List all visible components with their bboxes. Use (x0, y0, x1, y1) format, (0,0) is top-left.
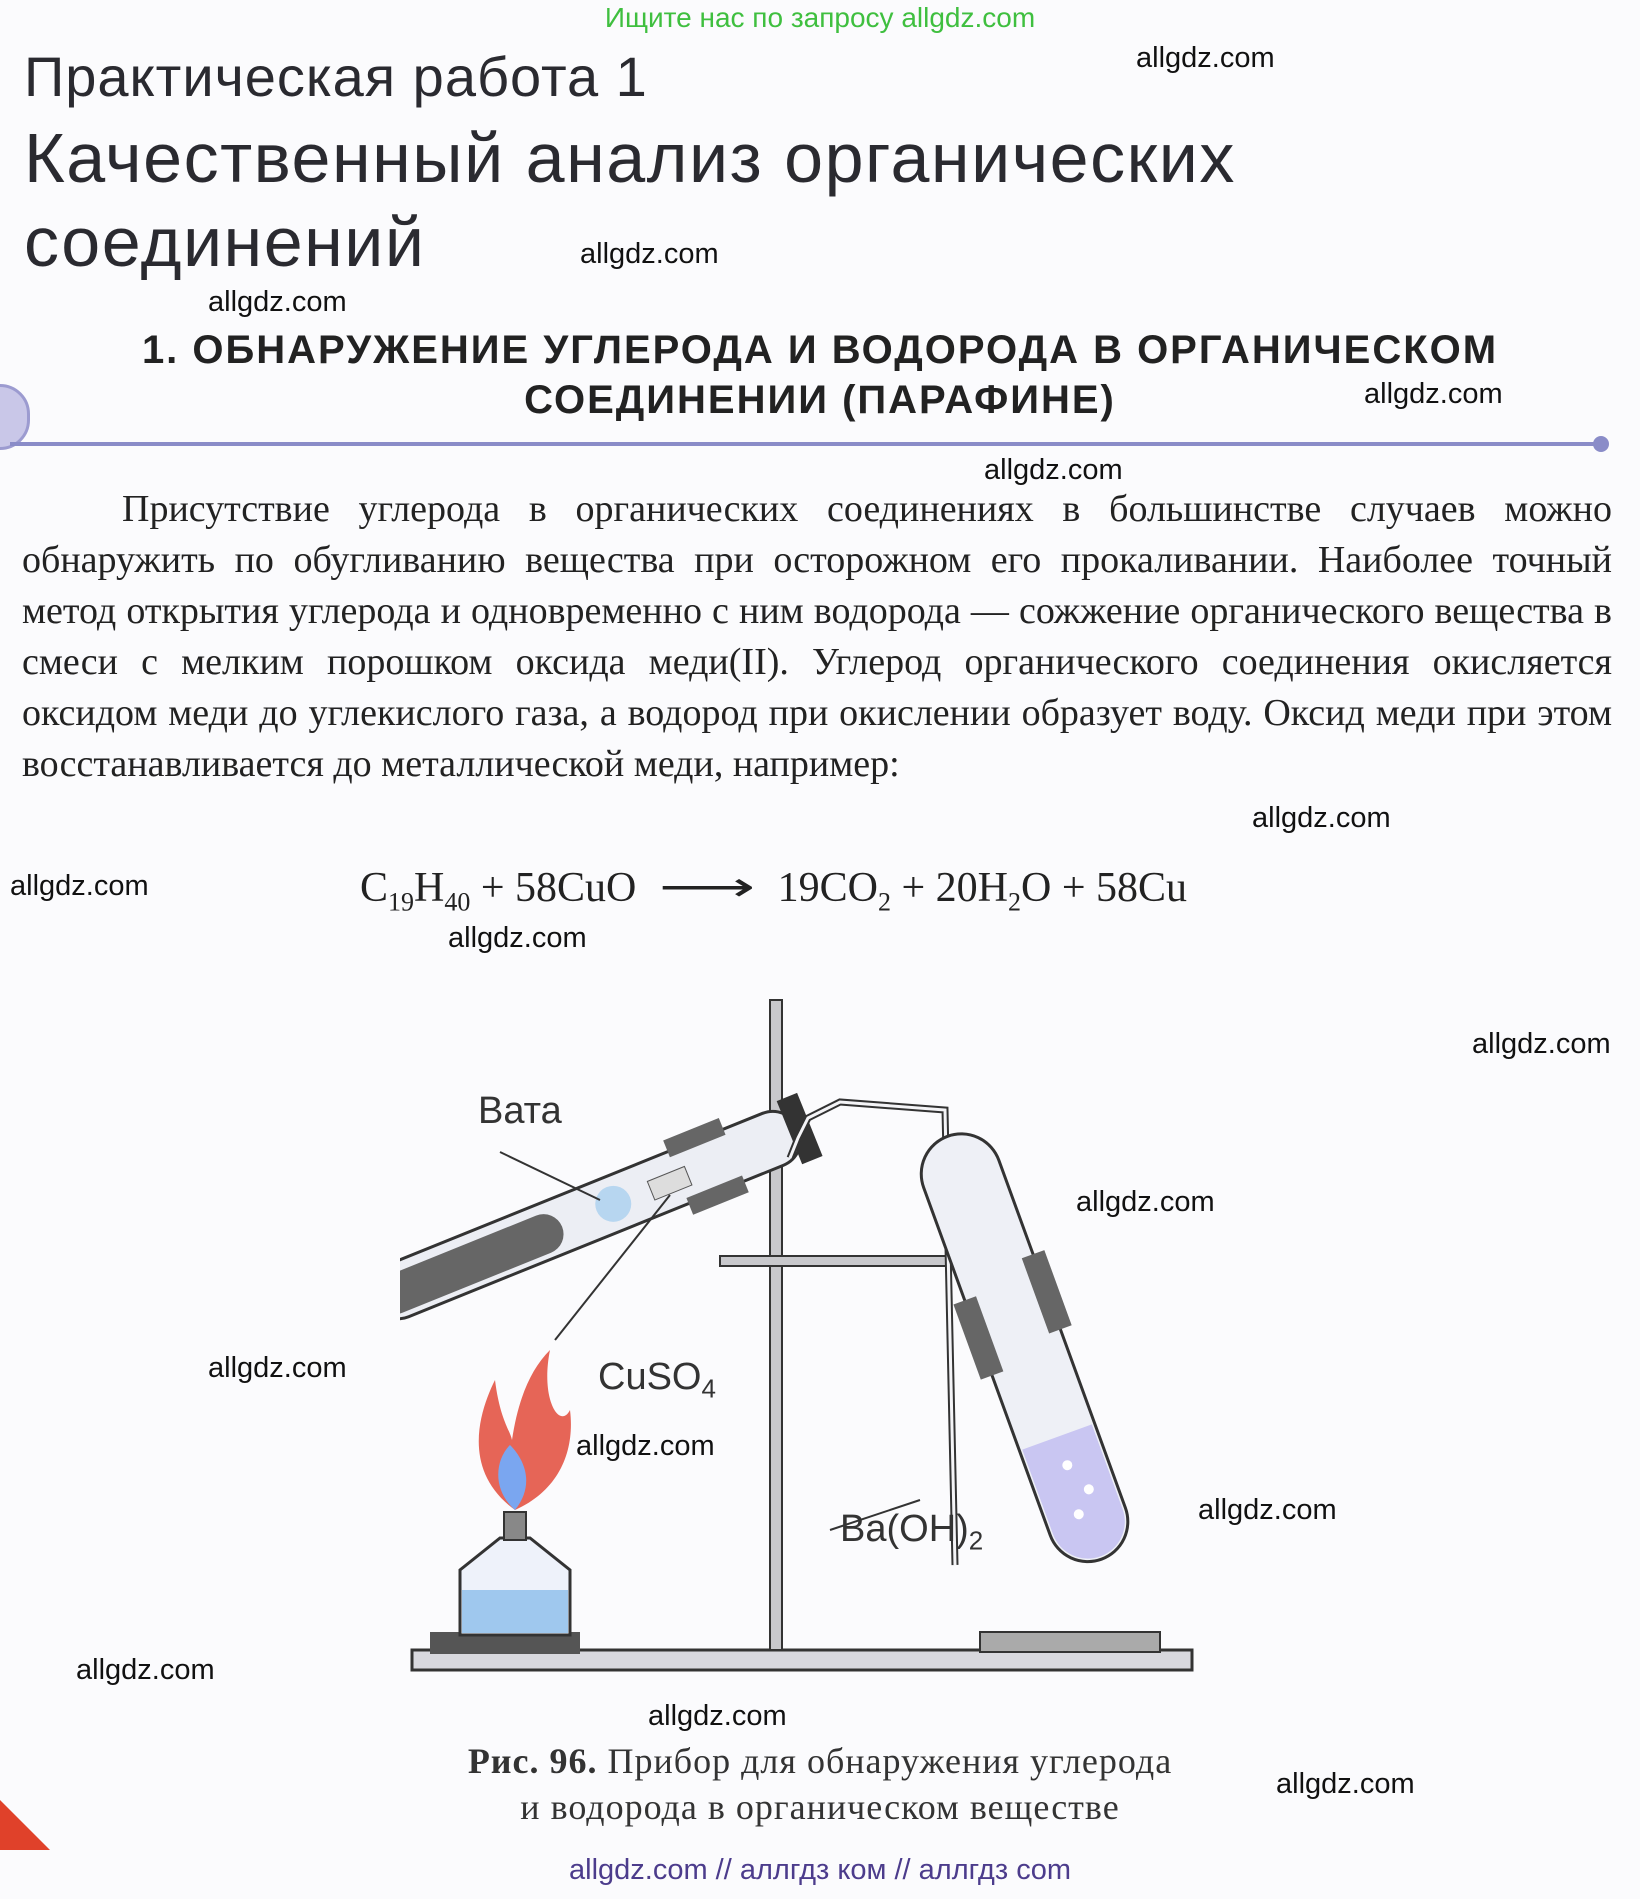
main-title-line2: соединений (24, 203, 426, 281)
watermark: allgdz.com (1252, 802, 1391, 834)
eq-h-sub: 40 (444, 887, 471, 917)
label-cuso4: CuSO4 (598, 1356, 716, 1405)
caption-line1: Прибор для обнаружения углерода (607, 1741, 1173, 1781)
figure-caption: Рис. 96. Прибор для обнаружения углерода… (300, 1738, 1340, 1830)
eq-cu: + 58Cu (1061, 865, 1188, 911)
watermark: allgdz.com (76, 1654, 215, 1686)
eq-h2o-sub: 2 (1008, 887, 1021, 917)
watermark: allgdz.com (10, 870, 149, 902)
lamp-wick-holder (503, 1511, 527, 1541)
eq-cuo: + 58CuO (480, 865, 637, 911)
eq-h: H (414, 865, 445, 911)
label-baoh2-sub: 2 (968, 1525, 984, 1556)
caption-prefix: Рис. 96. (467, 1741, 598, 1781)
eq-c: C (360, 865, 389, 911)
gas-bubble (1073, 1509, 1084, 1520)
tube-clamp (953, 1296, 1004, 1380)
gas-bubble (1062, 1460, 1073, 1471)
main-title-line1: Качественный анализ органических (24, 119, 1236, 197)
leader-cotton (499, 1151, 601, 1201)
leader-baoh (829, 1499, 921, 1531)
eq-h2o: + 20H (901, 865, 1008, 911)
section-heading-line2: СОЕДИНЕНИИ (ПАРАФИНЕ) (524, 378, 1116, 422)
watermark: allgdz.com (1276, 1768, 1415, 1800)
section-heading-line1: 1. ОБНАРУЖЕНИЕ УГЛЕРОДА И ВОДОРОДА В ОРГ… (141, 328, 1499, 372)
watermark: allgdz.com (208, 286, 347, 318)
eq-co2-sub: 2 (877, 887, 891, 917)
base-block (979, 1631, 1161, 1653)
section-rule-dot (1593, 436, 1609, 452)
cuso4-layer (646, 1165, 693, 1201)
leader-cuso4 (554, 1194, 671, 1341)
stand-rod (769, 999, 783, 1651)
caption-line2: и водорода в органическом веществе (520, 1787, 1120, 1827)
watermark: allgdz.com (208, 1352, 347, 1384)
clamp-jaw-bottom (686, 1175, 749, 1215)
footer-links: allgdz.com // аллгдз ком // аллгдз com (569, 1854, 1071, 1886)
eq-co2: 19CO (777, 865, 878, 911)
label-cuso4-sub: 4 (701, 1373, 716, 1404)
clamp-jaw-top (663, 1118, 726, 1158)
watermark: allgdz.com (1076, 1186, 1215, 1218)
practical-title: Практическая работа 1 (24, 45, 648, 108)
gas-bubble (1083, 1484, 1094, 1495)
baoh2-solution (1022, 1424, 1125, 1559)
lamp-base (430, 1632, 580, 1654)
cotton-wool (595, 1185, 632, 1222)
body-paragraph-text: Присутствие углерода в органических соед… (22, 488, 1612, 785)
watermark: allgdz.com (1364, 378, 1503, 410)
search-note: Ищите нас по запросу allgdz.com (604, 2, 1036, 33)
watermark: allgdz.com (576, 1430, 715, 1462)
eq-c-sub: 19 (388, 887, 415, 917)
watermark: allgdz.com (1136, 42, 1275, 74)
paraffin-cuo-mix (400, 1214, 564, 1315)
watermark: allgdz.com (648, 1700, 787, 1732)
flame-core (498, 1445, 527, 1510)
watermark: allgdz.com (448, 922, 587, 954)
stand-base (410, 1648, 1194, 1672)
section-rule (10, 442, 1600, 446)
label-cuso4-text: CuSO (598, 1356, 702, 1398)
watermark: allgdz.com (580, 238, 719, 270)
tube-clamp-2 (1021, 1250, 1072, 1334)
watermark: allgdz.com (1198, 1494, 1337, 1526)
apparatus-figure (400, 999, 1194, 1672)
lamp-fuel (462, 1590, 568, 1633)
eq-arrow: ⟶ (658, 865, 756, 911)
label-baoh2-text: Ba(OH) (840, 1508, 969, 1550)
reaction-equation: C19H40 + 58CuO ⟶ 19CO2 + 20H2O + 58Cu (360, 862, 1187, 917)
label-baoh2: Ba(OH)2 (840, 1508, 983, 1557)
body-paragraph: Присутствие углерода в органических соед… (22, 484, 1612, 790)
label-cotton: Вата (478, 1090, 562, 1132)
eq-h2o-o: O (1021, 865, 1052, 911)
watermark: allgdz.com (1472, 1028, 1611, 1060)
page-corner-mark (0, 1800, 50, 1850)
watermark: allgdz.com (984, 454, 1123, 486)
